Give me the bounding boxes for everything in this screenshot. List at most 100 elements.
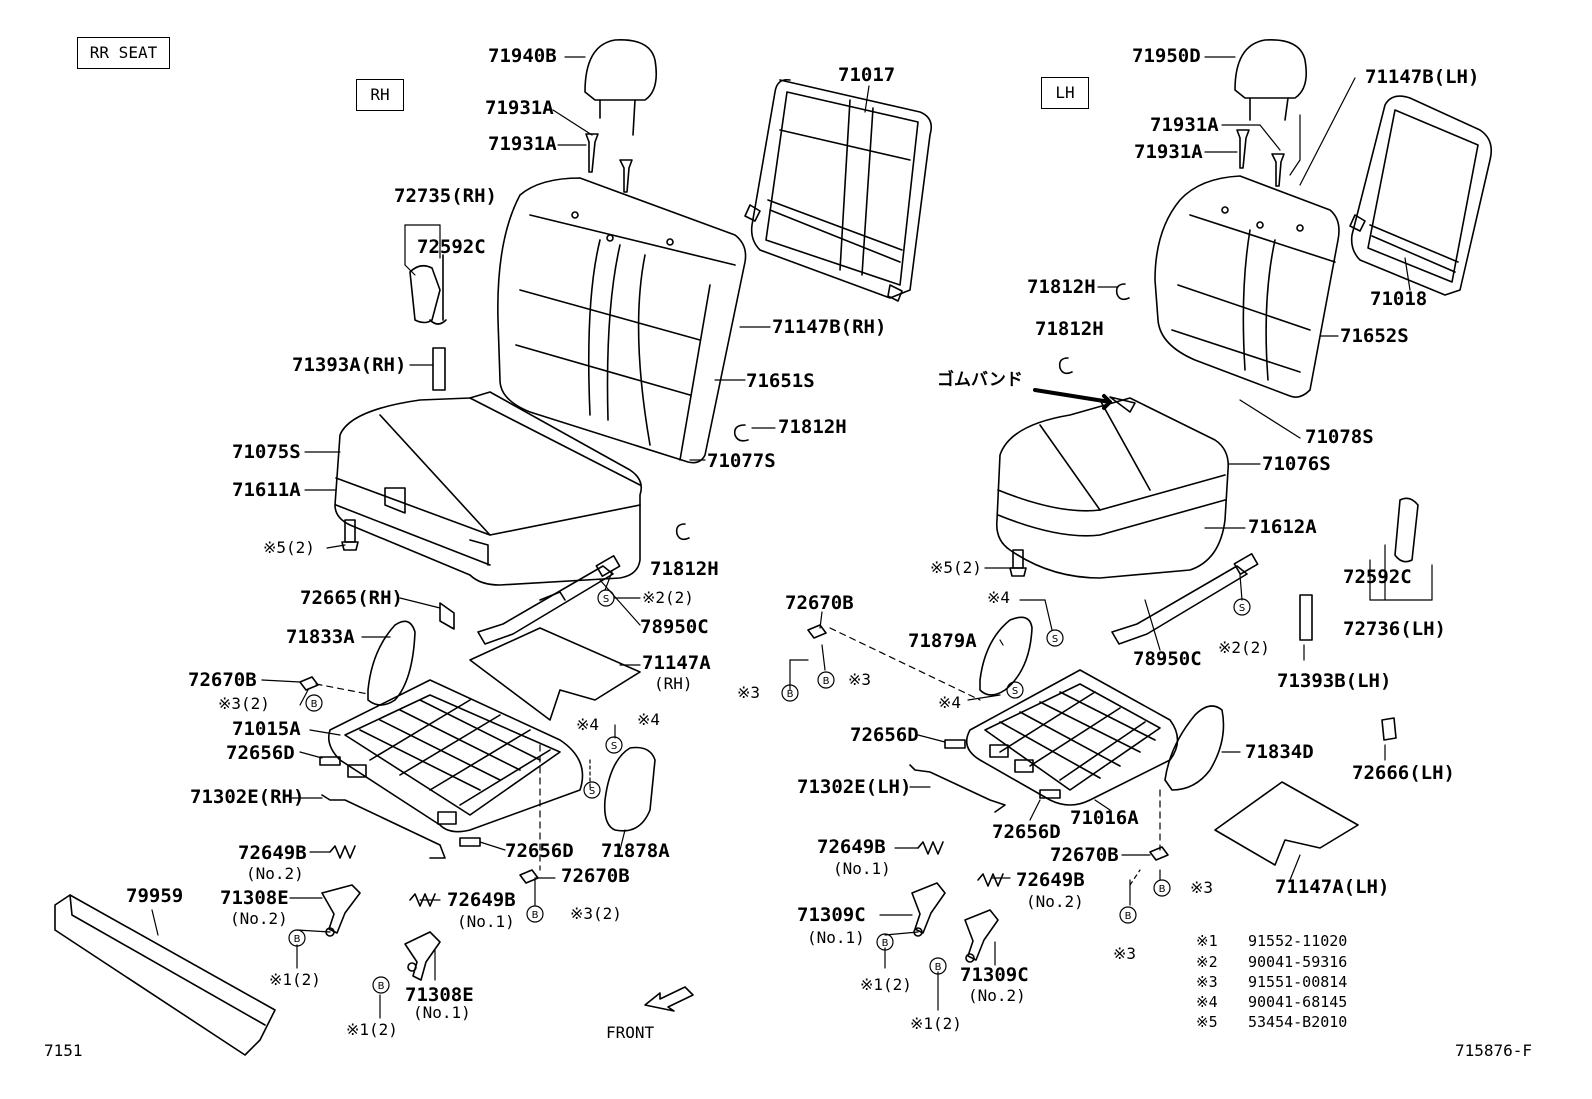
part-label: 78950C (640, 616, 709, 638)
part-label-sub: (No.2) (230, 909, 288, 928)
part-label: 71147B(RH) (772, 316, 887, 338)
legend-key: ※1 (1196, 932, 1218, 950)
part-label: 71931A (485, 97, 554, 119)
legend-part: 90041-68145 (1248, 993, 1348, 1011)
side-cover-rh (367, 620, 416, 706)
svg-text:S: S (611, 741, 617, 752)
note-label: ※1(2) (346, 1020, 398, 1039)
hinge-71309C-lh-2 (964, 909, 999, 963)
legend-key: ※2 (1196, 953, 1218, 971)
part-label: 72656D (226, 742, 295, 764)
rubber-band-arrow (1033, 388, 1112, 410)
part-label: 71393A(RH) (292, 354, 407, 376)
legend-part: 91551-00814 (1248, 973, 1348, 991)
part-label-sub: (No.1) (413, 1003, 471, 1022)
side-cover-71878A (603, 746, 656, 832)
small-parts-lh (1009, 497, 1419, 741)
legend-key: ※4 (1196, 993, 1218, 1011)
note-label: ※2(2) (642, 588, 694, 607)
part-label: 71812H (1027, 276, 1096, 298)
note-label: ※3 (1190, 878, 1214, 897)
clip-72670B-lh-1 (807, 624, 827, 639)
svg-text:B: B (311, 699, 318, 710)
part-label: 71147A(LH) (1275, 876, 1390, 898)
part-label: 79959 (126, 885, 184, 907)
side-cover-71879A (979, 616, 1033, 696)
svg-text:S: S (589, 786, 595, 797)
leader-lines (151, 56, 1433, 1019)
section-label-box: RR SEAT (77, 37, 170, 69)
legend-key: ※5 (1196, 1013, 1218, 1031)
spring-72649B-lh-1 (917, 841, 944, 855)
scuff-plate-79959 (54, 894, 276, 1056)
lh-label-box: LH (1041, 77, 1089, 109)
part-label: 71878A (601, 840, 670, 862)
part-label: 78950C (1133, 648, 1202, 670)
hinge-71308E-rh-2 (404, 931, 441, 981)
part-label: 72592C (1343, 566, 1412, 588)
part-label: 71652S (1340, 325, 1409, 347)
note-label: ※5(2) (263, 538, 315, 557)
legend-part: 91552-11020 (1248, 932, 1348, 950)
pin-72656D-lh-1 (944, 739, 966, 749)
part-label: 72736(LH) (1343, 618, 1446, 640)
part-label-sub: (RH) (654, 674, 693, 693)
part-label: 71147A (642, 652, 711, 674)
svg-text:B: B (823, 676, 830, 687)
small-parts-rh (341, 254, 1130, 630)
part-label: 71302E(LH) (797, 776, 912, 798)
part-label: 71017 (838, 64, 896, 86)
part-label: 71016A (1070, 807, 1139, 829)
part-label: 72649B (238, 842, 307, 864)
part-label: 71611A (232, 479, 301, 501)
spring-72649B-lh-2 (977, 873, 1004, 887)
part-label: 71075S (232, 441, 301, 463)
part-label-sub: (No.2) (968, 986, 1026, 1005)
part-label-sub: (No.1) (833, 859, 891, 878)
rod-71302E-rh (321, 794, 446, 859)
seatback-frame-rh (744, 78, 933, 302)
legend-part: 53454-B2010 (1248, 1013, 1348, 1031)
headrest-support-pins-lh (1236, 129, 1285, 187)
rh-label-box: RH (356, 79, 404, 111)
part-label: 72649B (817, 836, 886, 858)
seatback-frame-lh (1349, 95, 1493, 296)
pin-72656D-lh-2 (1039, 789, 1061, 799)
svg-text:B: B (935, 962, 942, 973)
note-label: ※2(2) (1218, 638, 1270, 657)
seat-frame-rh (327, 679, 584, 833)
part-label: 72665(RH) (300, 587, 403, 609)
svg-text:S: S (1052, 634, 1058, 645)
rod-71302E-lh (909, 764, 1006, 813)
part-label: 71834D (1245, 741, 1314, 763)
clip-72670B-lh-2 (1149, 846, 1169, 861)
note-label: ※3 (848, 670, 872, 689)
part-label: 72656D (505, 840, 574, 862)
part-label: 72649B (447, 889, 516, 911)
part-label: 71309C (960, 964, 1029, 986)
seat-frame-lh (965, 669, 1179, 806)
part-label: 72666(LH) (1352, 762, 1455, 784)
part-label: 71309C (797, 904, 866, 926)
note-label: ※3 (737, 683, 761, 702)
svg-text:B: B (1159, 884, 1166, 895)
part-label: 71931A (1134, 141, 1203, 163)
rubber-band-label: ゴムバンド (937, 370, 1023, 390)
circle-marker-letters: SSS BBB B SSS BB BB BB (294, 594, 1246, 992)
figure-code: 715876-F (1455, 1041, 1533, 1060)
part-label: 71812H (778, 416, 847, 438)
part-label: 71812H (650, 558, 719, 580)
part-label: 71308E (405, 984, 474, 1006)
part-label-sub: (No.2) (246, 864, 304, 883)
part-label: 72592C (417, 236, 486, 258)
note-label: ※3(2) (218, 694, 270, 713)
part-label: 71015A (232, 718, 301, 740)
rh-label: RH (370, 85, 390, 104)
svg-text:S: S (1012, 686, 1018, 697)
part-label: 72670B (188, 669, 257, 691)
part-label: 71950D (1132, 45, 1201, 67)
carpet-lh (1214, 781, 1359, 866)
